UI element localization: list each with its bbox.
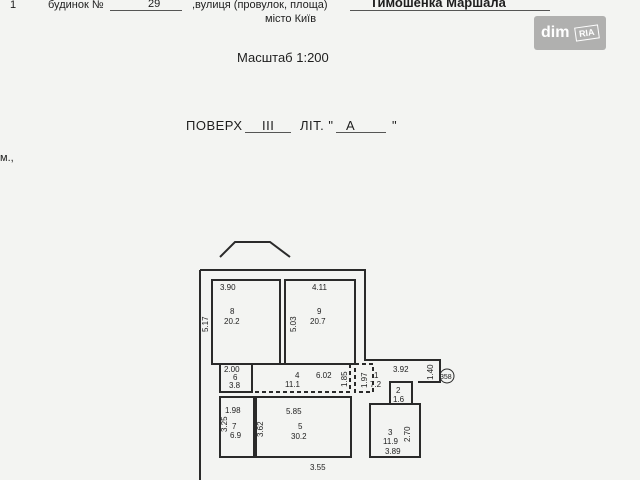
room-2-area: 1.6 [393,395,405,404]
room-8-height: 5.17 [201,316,210,332]
building-label: будинок № [48,0,104,11]
lit-value-line [336,132,386,133]
room-6-area: 3.8 [229,381,241,390]
room-9-area: 20.7 [310,317,326,326]
room-5-area: 30.2 [291,432,307,441]
street-label: ,вулиця (провулок, площа) [192,0,328,11]
room-3-width: 3.89 [385,447,401,456]
room-4-side: 1.85 [340,371,349,387]
room-7-width: 1.98 [225,406,241,415]
room-1-outline [354,363,374,393]
bay-window-outline [219,241,291,258]
room-5-outline [255,396,352,458]
street-name: Тимошенка Маршала [370,0,506,10]
room-7-height: 3.25 [220,416,229,432]
room-3-id: 3 [388,428,393,437]
floor-value-line [245,132,291,133]
building-number-line [110,10,182,11]
room-9-height: 5.03 [289,316,298,332]
city-line: місто Київ [265,13,317,25]
room-1-side: 1.97 [360,372,369,388]
room-8-width: 3.90 [220,283,236,292]
room-8-outline [211,279,281,365]
room-4-id: 4 [295,371,300,380]
watermark-logo: dim RIA [534,16,606,50]
room-1-area: 7.2 [370,380,382,389]
floor-label: ПОВЕРХ [186,118,243,133]
room-4-area: 11.1 [285,380,301,389]
room-6-width: 2.00 [224,365,240,374]
room-5-bottom: 3.55 [310,463,326,472]
marker-number: 358 [440,374,452,381]
room-8-area: 20.2 [224,317,240,326]
left-margin-text: м., [0,152,14,164]
room-1-id: 1 [374,371,379,380]
room-9-width: 4.11 [312,283,328,292]
room-5-width: 5.85 [286,407,302,416]
room-5-height: 3.62 [256,421,265,437]
room-3-outline [369,403,421,458]
outer-wall-top-right [200,269,441,383]
room-7-outline [219,396,255,458]
room-4-width: 6.02 [316,371,332,380]
room-7-area: 6.9 [230,431,242,440]
floor-plan: 3.90 8 20.2 5.17 4.11 9 20.7 5.03 2.00 6… [199,241,455,480]
plan-dimensions: 3.90 8 20.2 5.17 4.11 9 20.7 5.03 2.00 6… [201,283,435,472]
room-3-area: 11.9 [383,437,399,446]
room-4-outline [251,363,351,393]
marker-circle [439,368,455,384]
street-name-line [350,10,550,11]
room-7-id: 7 [232,422,237,431]
lit-label: ЛІТ. " [300,118,334,133]
room-9-outline [284,279,356,365]
lit-close: " [392,118,398,133]
room-2-id: 2 [396,386,401,395]
watermark-badge: RIA [574,24,600,42]
floor-value: III [262,118,275,133]
room-5-id: 5 [298,422,303,431]
scale-text: Масштаб 1:200 [237,50,329,65]
room-6-id: 6 [233,373,238,382]
building-number: 29 [148,0,161,10]
room-8-id: 8 [230,307,235,316]
watermark-brand: dim [541,24,570,41]
room-3-height: 2.70 [403,426,412,442]
left-mark: 1 [10,0,17,11]
room-2-width: 3.92 [393,365,409,374]
lit-value: А [346,118,356,133]
room-2-side: 1.40 [426,364,435,380]
room-9-id: 9 [317,307,322,316]
